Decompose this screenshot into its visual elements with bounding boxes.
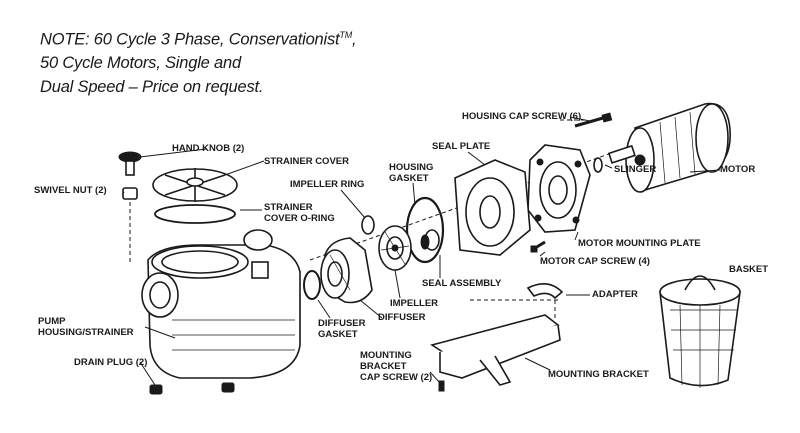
strainer-cover-oring-part	[154, 204, 236, 224]
label-motor-cap-screw: MOTOR CAP SCREW (4)	[540, 256, 650, 267]
label-basket: BASKET	[729, 264, 769, 275]
diffuser-part	[320, 237, 373, 304]
motor-part	[607, 102, 731, 193]
pump-housing-part	[141, 229, 301, 379]
seal-assembly-part	[420, 229, 440, 251]
label-seal-assembly: SEAL ASSEMBLY	[422, 278, 502, 289]
label-mounting-bracket: MOUNTING BRACKET	[548, 369, 649, 380]
adapter-part	[526, 283, 564, 300]
label-impeller-ring: IMPELLER RING	[290, 179, 365, 190]
label-hand-knob: HAND KNOB (2)	[172, 143, 245, 154]
basket-part	[659, 275, 741, 388]
strainer-cover-part	[152, 168, 238, 202]
hand-knob-part	[118, 151, 142, 176]
note-line-3: Dual Speed – Price on request.	[40, 78, 264, 96]
housing-cap-screw-part	[574, 112, 613, 128]
leader-lines	[122, 116, 721, 386]
label-swivel-nut: SWIVEL NUT (2)	[34, 185, 107, 196]
label-housing-cap-screw: HOUSING CAP SCREW (6)	[462, 111, 582, 122]
label-motor: MOTOR	[720, 164, 756, 175]
seal-plate-part	[454, 159, 531, 256]
motor-cap-screw-part	[530, 240, 546, 253]
diffuser-gasket-part	[303, 270, 321, 300]
drain-plug-parts	[149, 382, 235, 395]
label-adapter: ADAPTER	[592, 289, 638, 300]
housing-gasket-part	[405, 196, 445, 264]
motor-mounting-plate-part	[527, 144, 591, 233]
impeller-ring-part	[361, 215, 375, 235]
label-seal-plate: SEAL PLATE	[432, 141, 491, 152]
label-drain-plug: DRAIN PLUG (2)	[74, 357, 148, 368]
note-line-2: 50 Cycle Motors, Single and	[40, 54, 241, 72]
label-strainer-cover: STRAINER COVER	[264, 156, 349, 167]
mounting-bracket-part	[430, 314, 561, 386]
swivel-nut-part	[122, 187, 138, 200]
mounting-bracket-cap-screw-part	[438, 380, 445, 392]
label-motor-mounting-plate: MOTOR MOUNTING PLATE	[578, 238, 701, 249]
impeller-part	[378, 225, 412, 271]
label-impeller: IMPELLER	[390, 298, 439, 309]
label-slinger: SLINGER	[614, 164, 657, 175]
label-diffuser: DIFFUSER	[378, 312, 426, 323]
slinger-part	[593, 157, 603, 173]
note-line-1: NOTE: 60 Cycle 3 Phase, ConservationistT…	[40, 30, 357, 49]
